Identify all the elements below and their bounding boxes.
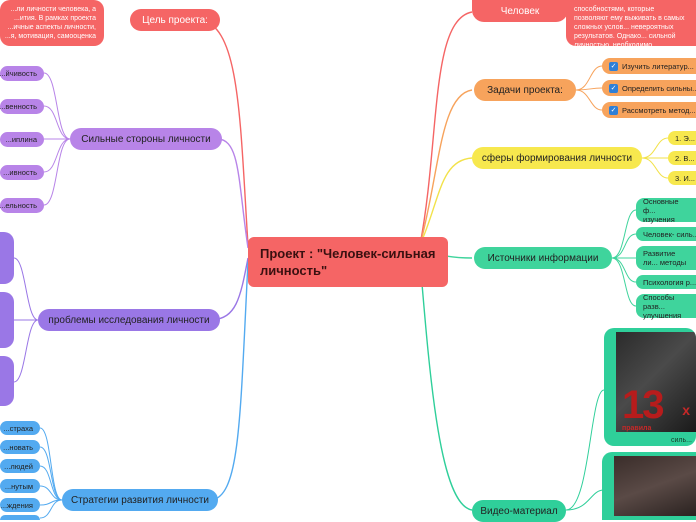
right-subconnectors <box>565 65 669 511</box>
sphere-item-text: 1. Э... <box>675 133 695 143</box>
goal-description[interactable]: ...ли личности человека, а ...ития. В ра… <box>0 0 104 46</box>
connector-strengths <box>217 138 249 249</box>
source-item[interactable]: Человек- силь... <box>636 227 696 241</box>
source-item[interactable]: Развитие ли... методы <box>636 246 696 270</box>
connector-tasks <box>419 89 473 246</box>
video-frame-1[interactable]: 13 правила x <box>616 332 696 432</box>
strengths-topic[interactable]: Сильные стороны личности <box>70 128 222 150</box>
sphere-item-text: 2. В... <box>675 153 695 163</box>
goal-description-text: ...ли личности человека, а ...ития. В ра… <box>4 6 96 41</box>
problems-label: проблемы исследования личности <box>48 314 210 326</box>
connector-strategies <box>211 261 249 501</box>
person-label: Человек <box>500 5 540 17</box>
strength-item-text: ...йчивость <box>0 69 37 78</box>
strategy-item[interactable]: ...людей <box>0 459 40 473</box>
central-topic[interactable]: Проект : "Человек-сильная личность" <box>248 237 448 287</box>
video-1-number: 13 <box>622 383 664 427</box>
sphere-item-text: 3. И... <box>675 173 695 183</box>
problem-item[interactable] <box>0 356 14 406</box>
left-subconnectors <box>13 72 71 519</box>
task-item[interactable]: ✓ Изучить литератур... <box>602 58 696 74</box>
person-topic[interactable]: Человек <box>472 0 568 22</box>
strength-item-text: ...иплина <box>5 135 37 144</box>
checkbox-checked-icon[interactable]: ✓ <box>609 83 618 93</box>
source-item-text: Способы разв... улучшения <box>643 292 682 320</box>
right-branches <box>419 11 473 511</box>
task-item-text: Определить сильны... <box>622 83 696 93</box>
strategy-item[interactable]: ...ждения <box>0 498 40 512</box>
spheres-label: сферы формирования личности <box>481 152 633 164</box>
source-item[interactable]: Способы разв... улучшения <box>636 292 696 320</box>
source-item-text: Человек- силь... <box>643 229 696 239</box>
strategy-item-text: ...новать <box>3 442 33 452</box>
strengths-label: Сильные стороны личности <box>81 133 211 145</box>
connector-video <box>419 259 473 511</box>
sources-label: Источники информации <box>487 252 599 264</box>
strategy-item[interactable]: ...нутым <box>0 479 40 493</box>
strength-item[interactable]: ...венность <box>0 99 44 114</box>
sphere-item[interactable]: 1. Э... <box>668 131 696 145</box>
problems-topic[interactable]: проблемы исследования личности <box>38 309 220 331</box>
checkbox-checked-icon[interactable]: ✓ <box>609 61 618 71</box>
source-item[interactable]: Основные ф... изучения <box>636 196 696 224</box>
strategy-item[interactable]: ...страха <box>0 421 40 435</box>
task-item[interactable]: ✓ Рассмотреть метод... <box>602 102 696 118</box>
strategy-item-text: ...людей <box>4 461 33 471</box>
problem-item[interactable] <box>0 292 14 348</box>
video-topic[interactable]: Видео-материал <box>472 500 566 522</box>
strength-item[interactable]: ...ельность <box>0 198 44 213</box>
strength-item[interactable]: ...иплина <box>0 132 44 147</box>
source-item-text: Психология р... <box>643 277 696 287</box>
video-frame-2[interactable] <box>614 456 696 516</box>
goal-topic[interactable]: Цель проекта: <box>130 9 220 31</box>
connector-person <box>419 11 473 246</box>
person-description-text: способностями, которые позволяют ему выж… <box>574 6 685 46</box>
strength-item[interactable]: ...йчивость <box>0 66 44 81</box>
video-label: Видео-материал <box>480 505 558 517</box>
strategy-item[interactable]: ...новать <box>0 440 40 454</box>
connector-problems <box>211 257 249 321</box>
problem-item[interactable] <box>0 232 14 284</box>
video-1-word: правила <box>622 425 652 432</box>
strength-item[interactable]: ...ивность <box>0 165 44 180</box>
strategy-item-text: ...страха <box>3 423 33 433</box>
task-item-text: Рассмотреть метод... <box>622 105 696 115</box>
source-item[interactable]: Психология р... <box>636 275 696 289</box>
tasks-label: Задачи проекта: <box>487 84 563 96</box>
strength-item-text: ...ивность <box>3 168 37 177</box>
spheres-topic[interactable]: сферы формирования личности <box>472 147 642 169</box>
strength-item-text: ...венность <box>0 102 37 111</box>
person-description[interactable]: способностями, которые позволяют ему выж… <box>566 0 696 46</box>
task-item-text: Изучить литератур... <box>622 61 694 71</box>
video-thumbnail-1[interactable]: 13 правила x силь... <box>604 328 696 446</box>
left-branches <box>199 19 249 501</box>
strategy-item-text: ...нутым <box>4 481 33 491</box>
goal-label: Цель проекта: <box>142 14 208 26</box>
strength-item-text: ...ельность <box>0 201 37 210</box>
source-item-text: Развитие ли... методы <box>643 249 687 267</box>
strategies-label: Стратегии развития личности <box>70 494 210 506</box>
sphere-item[interactable]: 2. В... <box>668 151 696 165</box>
video-1-caption: силь... <box>671 437 692 444</box>
central-title: Проект : "Человек-сильная личность" <box>260 246 436 278</box>
strategy-item-text: ...ждения <box>0 500 33 510</box>
video-thumbnail-2[interactable] <box>602 452 696 520</box>
task-item[interactable]: ✓ Определить сильны... <box>602 80 696 96</box>
strategy-item[interactable]: ... <box>0 515 40 520</box>
sphere-item[interactable]: 3. И... <box>668 171 696 185</box>
strategies-topic[interactable]: Стратегии развития личности <box>62 489 218 511</box>
checkbox-checked-icon[interactable]: ✓ <box>609 105 618 115</box>
connector-spheres <box>419 157 473 246</box>
video-1-mark: x <box>682 402 690 418</box>
tasks-topic[interactable]: Задачи проекта: <box>474 79 576 101</box>
sources-topic[interactable]: Источники информации <box>474 247 612 269</box>
source-item-text: Основные ф... изучения <box>643 196 679 224</box>
